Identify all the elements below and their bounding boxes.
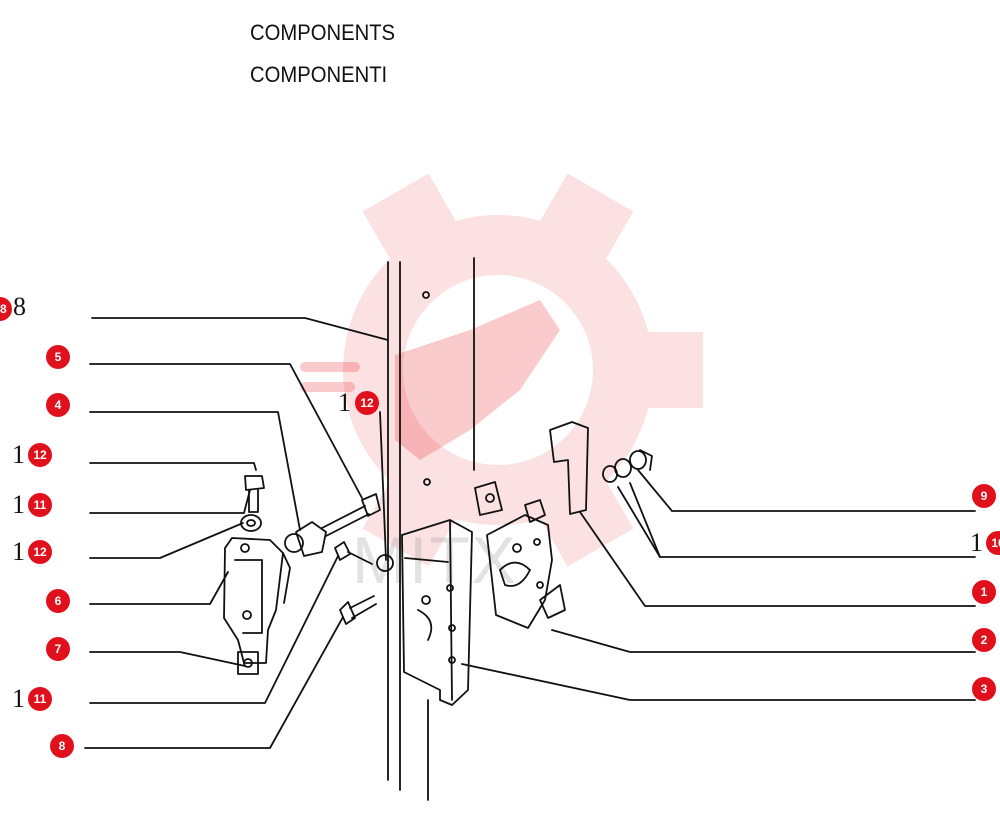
callout-12a-prefix: 1 bbox=[12, 440, 25, 469]
callout-18: 18 bbox=[0, 297, 12, 321]
callout-2-label: 2 bbox=[980, 633, 988, 647]
callout-12b-label: 12 bbox=[33, 545, 47, 559]
callout-2: 2 bbox=[972, 628, 996, 652]
callout-5: 5 bbox=[46, 345, 70, 369]
callout-7-label: 7 bbox=[54, 642, 62, 656]
callout-10-clip: 10 bbox=[976, 531, 1000, 555]
callout-10-label: 10 bbox=[991, 536, 1000, 550]
callout-8-label: 8 bbox=[58, 739, 66, 753]
callout-12a: 12 bbox=[28, 443, 52, 467]
callout-1-label: 1 bbox=[980, 585, 988, 599]
callout-6: 6 bbox=[46, 589, 70, 613]
callout-6-label: 6 bbox=[54, 594, 62, 608]
callout-11b: 11 bbox=[28, 687, 52, 711]
callout-11a: 11 bbox=[28, 493, 52, 517]
title-componenti: COMPONENTI bbox=[250, 62, 388, 87]
callout-8: 8 bbox=[50, 734, 74, 758]
callout-12c-label: 12 bbox=[360, 396, 374, 410]
title-components: COMPONENTS bbox=[250, 20, 396, 45]
callout-10: 10 bbox=[986, 531, 1000, 555]
callout-3-label: 3 bbox=[980, 682, 988, 696]
callout-3: 3 bbox=[972, 677, 996, 701]
callout-9-label: 9 bbox=[980, 489, 988, 503]
callout-11b-label: 11 bbox=[33, 692, 47, 706]
callout-10-prefix: 1 bbox=[970, 528, 983, 557]
callout-4-label: 4 bbox=[54, 398, 62, 412]
callout-5-label: 5 bbox=[54, 350, 62, 364]
callout-1: 1 bbox=[972, 580, 996, 604]
callout-7: 7 bbox=[46, 637, 70, 661]
callout-4: 4 bbox=[46, 393, 70, 417]
callout-11a-prefix: 1 bbox=[12, 490, 25, 519]
callout-11a-label: 11 bbox=[33, 498, 47, 512]
callout-9: 9 bbox=[972, 484, 996, 508]
callout-12a-label: 12 bbox=[33, 448, 47, 462]
callout-12c: 12 bbox=[355, 391, 379, 415]
callout-12b-prefix: 1 bbox=[12, 537, 25, 566]
callout-18-label: 18 bbox=[0, 302, 7, 316]
callout-11b-prefix: 1 bbox=[12, 684, 25, 713]
callout-12c-prefix: 1 bbox=[338, 388, 351, 417]
callout-12b: 12 bbox=[28, 540, 52, 564]
